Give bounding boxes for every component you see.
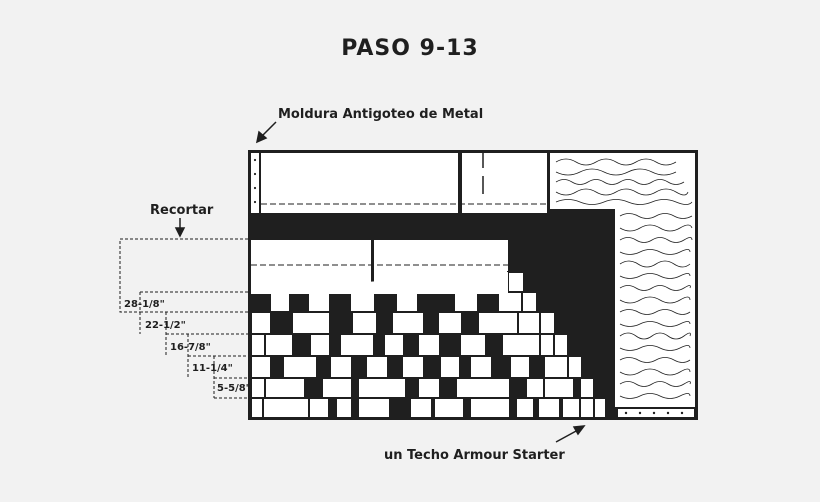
row2-panel-left [251,240,371,288]
trim-outline [119,238,248,399]
drip-edge-nails [253,158,257,204]
trim-callout: Recortar [150,203,214,218]
drip-edge-callout: Moldura Antigoteo de Metal [278,107,484,122]
dimension-label: 5-5/8" [217,383,251,394]
callout-arrows [174,121,586,443]
dimension-label: 28-1/8" [124,299,165,310]
drip-edge-strip [251,153,259,213]
shingle-courses [250,271,607,419]
step-title: PASO 9-13 [341,36,479,61]
starter-strip [618,409,694,417]
top-panel-left [261,153,458,213]
wood-grain-texture [555,158,693,399]
dimension-label: 22-1/2" [145,320,186,331]
dimension-label: 16-7/8" [170,342,211,353]
wood-deck-side [615,209,695,407]
strip-nails [624,411,684,415]
dimension-label: 11-1/4" [192,363,233,374]
upper-shingle-fill [251,272,508,294]
top-panel-right [462,153,547,213]
starter-callout: un Techo Armour Starter [384,448,565,463]
